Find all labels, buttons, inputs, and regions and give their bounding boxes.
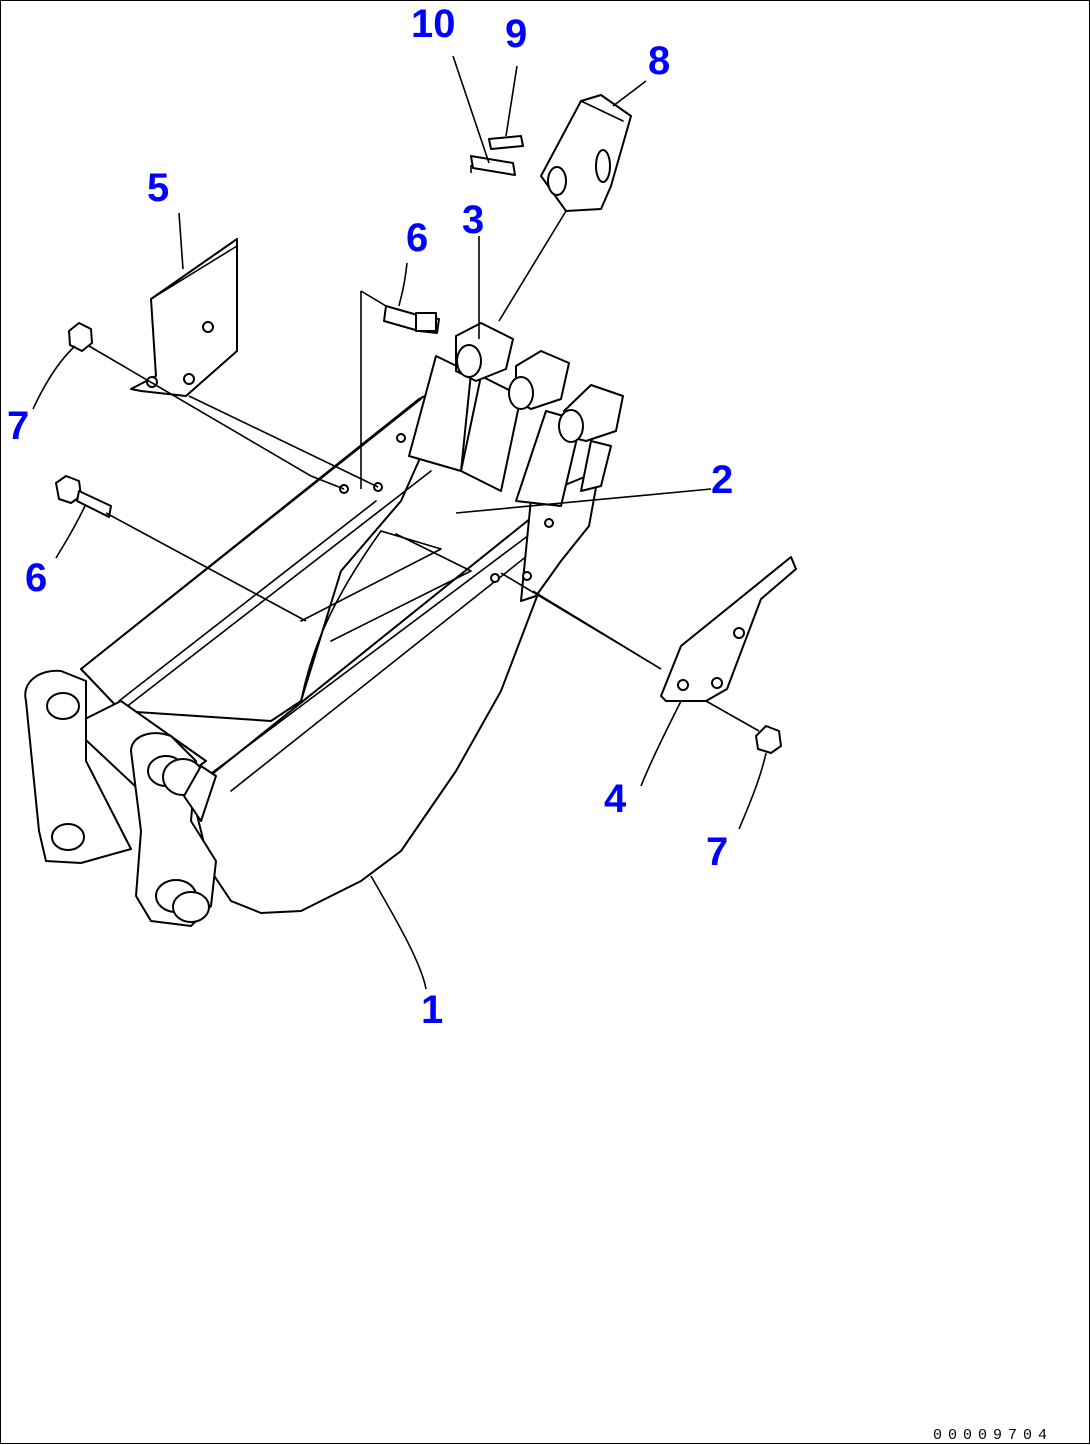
side-cutter-left <box>130 238 238 397</box>
callout-8: 8 <box>648 39 670 83</box>
nut-right <box>755 725 782 754</box>
bracket-hole <box>46 692 80 720</box>
bolt-lower <box>55 475 112 518</box>
callout-9: 9 <box>505 12 527 56</box>
nut-left <box>68 322 93 352</box>
callout-7-left: 7 <box>7 404 29 448</box>
bolt-upper <box>383 305 440 334</box>
callout-10: 10 <box>411 2 456 46</box>
callout-labels: 1 2 3 4 5 6 6 7 7 8 9 10 <box>7 2 733 1032</box>
callout-7-right: 7 <box>706 830 728 874</box>
callout-6-lower: 6 <box>25 556 47 600</box>
bucket-body <box>24 392 602 927</box>
callout-5: 5 <box>147 166 169 210</box>
callout-4: 4 <box>604 777 627 821</box>
callout-6-upper: 6 <box>406 216 428 260</box>
tooth-pin <box>488 135 524 150</box>
tooth-point <box>540 94 632 212</box>
leader-lines <box>32 55 767 990</box>
callout-3: 3 <box>462 198 484 242</box>
bucket-adapters <box>408 322 624 507</box>
drawing-number: 00009704 <box>933 1427 1053 1444</box>
bucket-left-bracket <box>24 669 132 864</box>
tooth-lock <box>470 155 516 176</box>
callout-2: 2 <box>711 458 733 502</box>
callout-1: 1 <box>421 988 443 1032</box>
bracket-hole <box>51 823 85 851</box>
side-cutter-right <box>660 556 797 702</box>
